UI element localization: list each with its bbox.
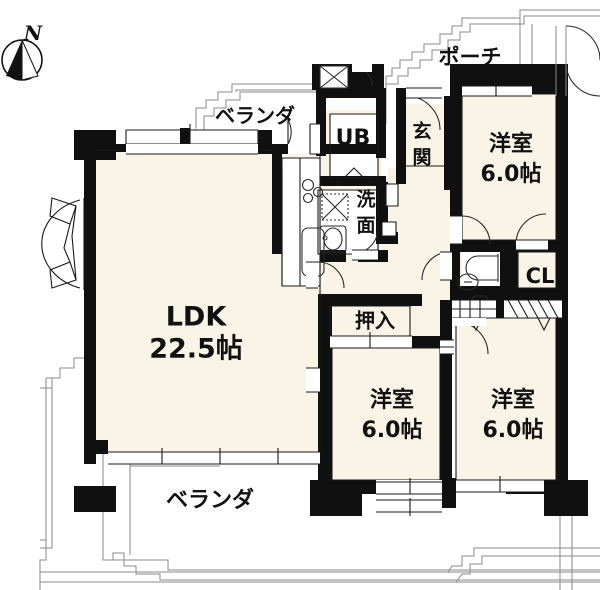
label-cl: CL [526,264,555,288]
label-washroom-2: 面 [356,215,375,237]
wall-ub-top [316,88,386,98]
veranda-door-n [288,144,312,154]
wall-sw-bedroom-right [440,300,452,492]
genkan-niche [386,184,398,206]
label-bedroom-ne-size: 6.0帖 [481,162,542,187]
wall-oshiire-right-top [410,294,422,306]
washing-machine-pan [321,193,349,221]
porch-small-door [352,64,372,72]
washroom-entry-door [306,262,318,288]
compass-label: N [23,21,43,45]
vanity-faucet [322,235,328,241]
label-veranda-south: ベランダ [166,487,254,513]
label-genkan-1: 玄 [412,120,431,143]
wall-oshiire-top [318,294,422,306]
wall-n-mullion [180,128,190,154]
wall-n-1 [116,144,126,152]
window-ldk-n-1 [126,130,180,144]
label-bedroom-ne: 洋室 [489,131,533,157]
label-bedroom-se: 洋室 [491,387,535,413]
label-ldk: LDK [166,302,228,333]
wall-toilet-left [450,248,460,296]
sw-bedroom-south-doors [376,480,442,514]
closet-divider [496,296,504,318]
wall-n-3 [272,144,384,154]
ub-window [310,124,320,154]
wall-ub-left [316,88,326,156]
wall-niche [382,222,396,236]
ldk-south-window [108,452,320,464]
toilet-fixture [457,254,499,291]
interior-detail-lines [41,25,600,516]
wall-ub-bottom [316,176,386,186]
wall-washroom-right-a [376,182,388,232]
ne-bedroom-door-2 [516,240,548,250]
wall-genkan-top [396,88,410,98]
compass-needle-light [21,39,39,81]
label-bedroom-se-size: 6.0帖 [483,418,544,443]
wall-s-jog [362,480,376,494]
toilet-door [440,252,452,280]
genkan-floor [404,104,450,184]
vanity-counter [319,225,347,253]
bay-window-west [41,197,85,290]
se-bedroom-door [452,318,486,326]
wall-sw-bedroom-left [318,306,332,492]
label-porch: ポーチ [439,45,502,69]
wall-east-outer [556,64,568,250]
window-ne-bedroom [462,86,532,96]
window-ldk-n-2 [190,130,258,144]
window-ldk-n-sill [126,144,258,154]
sw-bedroom-west-wall [306,368,320,392]
wall-genkan-left [396,88,406,184]
wall-toilet-right [500,248,510,294]
bedroom-ne-floor [460,80,562,250]
wall-ldk-sw-b [84,440,108,454]
wall-s-mid [440,478,456,508]
oshiire-door [330,336,412,348]
room-labels: LDK 22.5帖 ベランダ ベランダ ポーチ UB 玄 関 洗 面 押入 CL… [149,45,554,513]
toilet-inset [462,252,506,292]
stove-burner-2 [302,192,314,204]
vanity-basin [323,227,343,251]
wall-ldk-west [84,150,96,452]
wall-pillar-sw-ext [74,486,116,512]
bedroom-se-floor [456,300,562,484]
wall-n-2 [258,130,272,154]
compass-needle-dark [6,40,22,80]
wall-kitchen-left [272,154,282,250]
washroom-door [352,250,378,260]
label-bedroom-sw: 洋室 [370,387,414,413]
label-ldk-size: 22.5帖 [149,334,243,365]
toilet-tank [457,273,479,291]
wall-ub-right [376,88,386,158]
label-oshiire: 押入 [355,309,395,333]
label-veranda-north: ベランダ [215,104,295,128]
wall-toilet-bottom [450,286,510,296]
north-arrow: N [1,21,43,81]
wall-ne-left [450,94,462,250]
wall-east-outer-s [556,296,568,486]
label-bedroom-sw-size: 6.0帖 [362,418,423,443]
stove-burner-1 [301,178,315,192]
label-ub: UB [336,126,371,151]
wall-pillar-s1 [310,480,362,516]
front-door [406,88,442,98]
ne-bedroom-door [450,216,462,244]
label-washroom-1: 洗 [356,188,375,211]
label-genkan-2: 関 [412,147,431,169]
